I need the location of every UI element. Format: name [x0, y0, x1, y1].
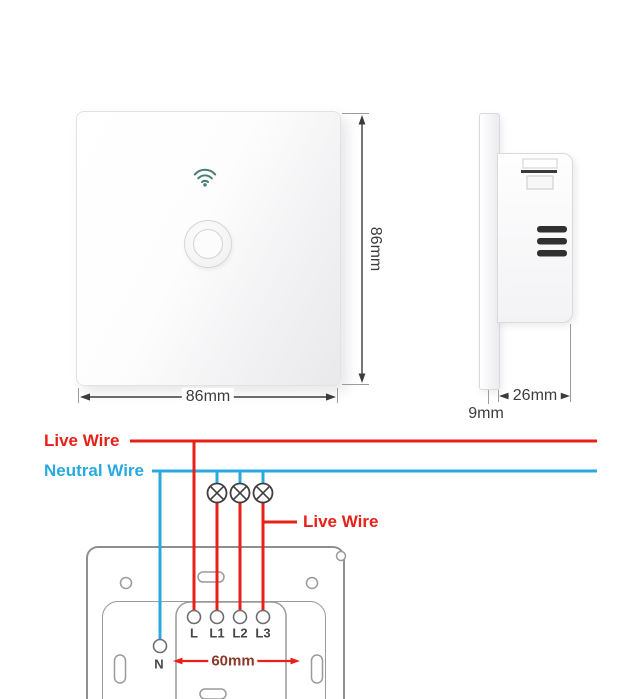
- switched-live-wire-label: Live Wire: [303, 512, 379, 531]
- terminal-label-l3: L3: [255, 625, 271, 641]
- terminal-label-l2: L2: [232, 625, 248, 641]
- side-depth-dimension-label: 26mm: [508, 386, 562, 406]
- hole-spacing-label: 60mm: [208, 652, 258, 670]
- front-height-dimension-label: 86mm: [367, 226, 384, 272]
- side-thickness-dimension-label: 9mm: [468, 405, 504, 422]
- front-width-dimension-label: 86mm: [181, 387, 235, 407]
- lamp-symbol: [206, 482, 228, 504]
- lamp-symbol: [252, 482, 274, 504]
- switch-back-mounting-frame: [102, 601, 326, 699]
- switch-side-body: [497, 153, 573, 323]
- terminal-label-l1: L1: [209, 625, 225, 641]
- touch-button-ring: [184, 220, 232, 268]
- terminal-label-n: N: [154, 656, 164, 672]
- neutral-wire-label: Neutral Wire: [44, 461, 144, 480]
- terminal-label-l: L: [190, 625, 198, 641]
- switch-front-panel: [76, 111, 341, 386]
- touch-button-center: [193, 229, 223, 259]
- lamp-symbol: [229, 482, 251, 504]
- live-wire-label: Live Wire: [44, 431, 120, 450]
- wifi-icon: [193, 168, 217, 187]
